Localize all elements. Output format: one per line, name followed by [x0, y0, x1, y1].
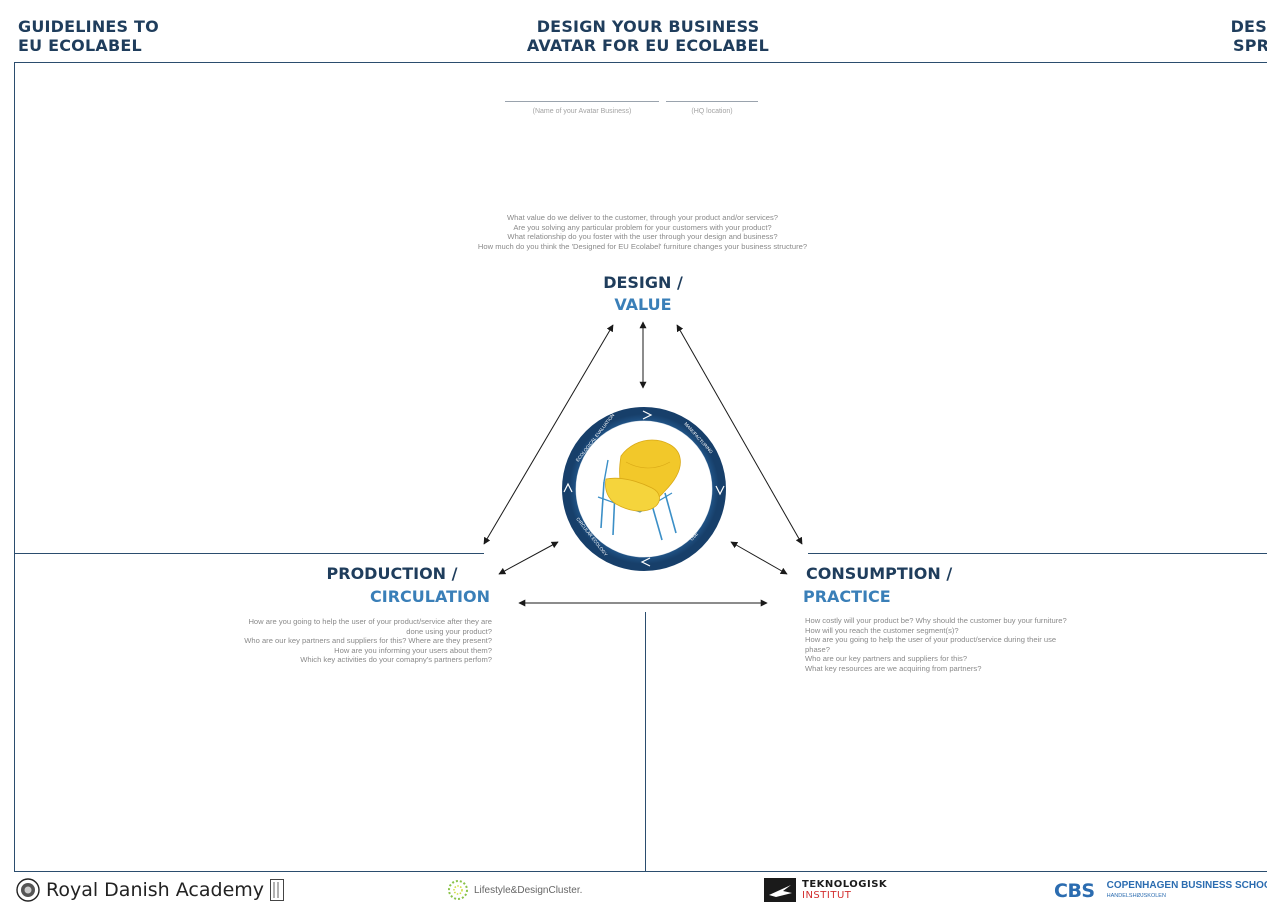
cbs-sub: HANDELSHØJSKOLEN: [1106, 893, 1166, 899]
arrow-design-production: [483, 324, 614, 545]
frame-top-line: [14, 62, 1267, 63]
cycle-chevron-top: [642, 410, 653, 420]
rda-logo-text: Royal Danish Academy: [46, 879, 265, 901]
cbs-name: COPENHAGEN BUSINESS SCHOOL: [1106, 880, 1267, 891]
teknologisk-bird-icon: [764, 878, 796, 902]
crest-icon: [16, 878, 40, 902]
production-title: PRODUCTION /: [326, 564, 458, 583]
lifestyle-cluster-icon: [448, 880, 468, 900]
cycle-chevron-left: [563, 482, 573, 493]
design-title: DESIGN /: [603, 273, 683, 292]
divider-vertical: [645, 612, 646, 871]
divider-right: [808, 553, 1267, 554]
cycle-ring: [562, 407, 726, 571]
cycle-chevron-bottom: [640, 557, 651, 567]
logo-lifestyle-design-cluster: Lifestyle&DesignCluster.: [445, 878, 582, 902]
cycle-chevron-right: [715, 485, 725, 496]
header-center-title: DESIGN YOUR BUSINESS AVATAR FOR EU ECOLA…: [526, 17, 770, 55]
hq-location-field[interactable]: [666, 101, 758, 102]
cbs-mark: CBS: [1054, 880, 1095, 902]
avatar-name-field[interactable]: [505, 101, 659, 102]
consumption-title: CONSUMPTION /: [806, 564, 953, 583]
header-right-title: DESIGN SPRINT: [1230, 17, 1267, 55]
logo-teknologisk-institut: TEKNOLOGISK INSTITUT: [764, 878, 887, 902]
lifestyle-logo-text: Lifestyle&DesignCluster.: [474, 884, 583, 896]
frame-bottom-line: [14, 871, 1267, 872]
cycle-ring-inner-line: [575, 420, 713, 558]
circulation-title: CIRCULATION: [370, 587, 490, 606]
production-circulation-questions: How are you going to help the user of yo…: [244, 617, 492, 665]
arrow-consumption-cycle: [730, 541, 788, 575]
teknologisk-line1: TEKNOLOGISK: [802, 879, 888, 890]
teknologisk-line2: INSTITUT: [802, 890, 852, 901]
value-title: VALUE: [614, 295, 672, 314]
rda-side-mark-icon: [270, 879, 285, 901]
hq-location-caption: (HQ location): [691, 108, 733, 115]
header-left-title: GUIDELINES TO EU ECOLABEL: [18, 17, 159, 55]
logo-royal-danish-academy: Royal Danish Academy: [16, 878, 285, 902]
divider-left: [14, 553, 484, 554]
cycle-label-use: USE: [689, 531, 699, 541]
design-value-questions: What value do we deliver to the customer…: [477, 213, 808, 251]
logo-cbs: CBS COPENHAGEN BUSINESS SCHOOL HANDELSHØ…: [1054, 878, 1267, 904]
frame-left-line: [14, 62, 15, 872]
chair-illustration: [597, 439, 681, 541]
practice-title: PRACTICE: [803, 587, 891, 606]
arrow-production-cycle: [498, 541, 559, 575]
arrow-design-consumption: [676, 324, 803, 545]
avatar-name-caption: (Name of your Avatar Business): [532, 108, 632, 115]
consumption-practice-questions: How costly will your product be? Why sho…: [805, 616, 1067, 673]
